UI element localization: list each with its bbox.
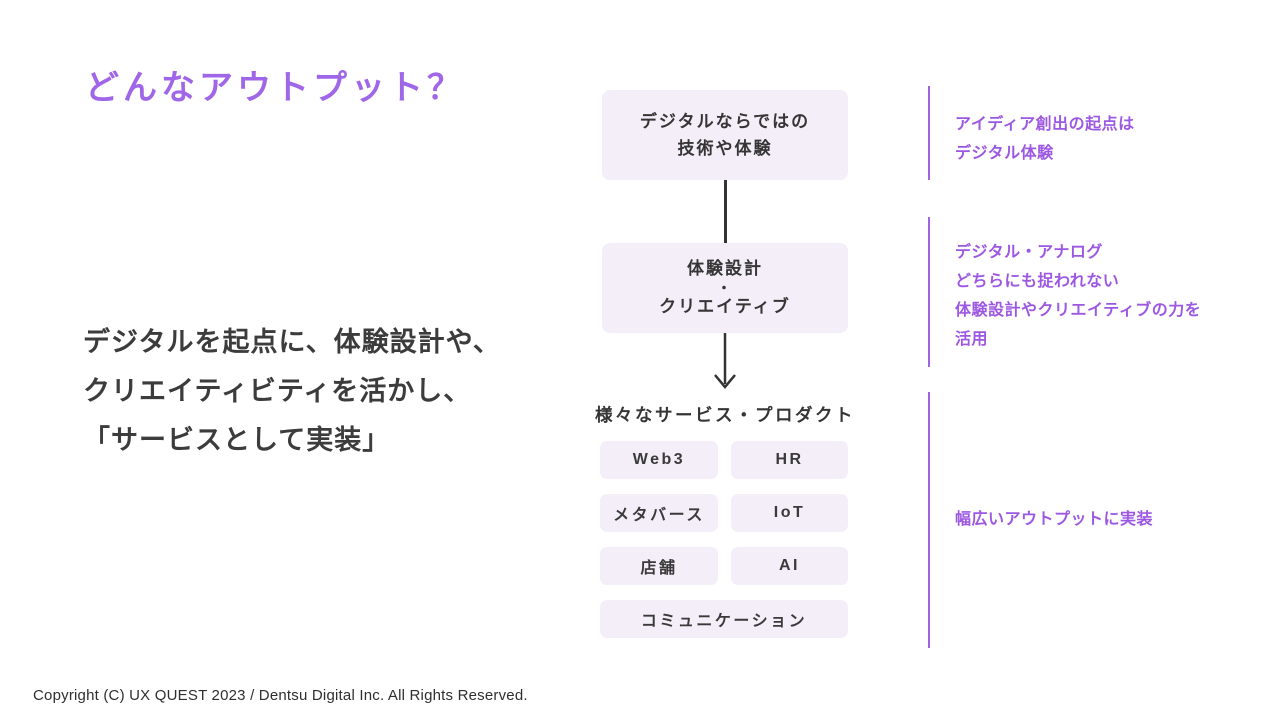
- output-chip-iot: IoT: [731, 494, 848, 532]
- annotation-design-line-1: デジタル・アナログ: [955, 244, 1103, 261]
- output-chip-hr: HR: [731, 441, 848, 479]
- flow-box-digital-tech-line-2: 技術や体験: [677, 139, 773, 158]
- annotation-divider-2: [928, 217, 930, 367]
- annotation-idea-line-2: デジタル体験: [955, 145, 1054, 162]
- statement-line-1: デジタルを起点に、体験設計や、: [83, 327, 501, 357]
- annotation-implement: 幅広いアウトプットに実装: [955, 505, 1153, 534]
- connector-line: [724, 180, 727, 243]
- annotation-idea: アイディア創出の起点は デジタル体験: [955, 110, 1135, 168]
- output-chip-communication: コミュニケーション: [600, 600, 848, 638]
- annotation-design-line-4: 活用: [955, 331, 989, 348]
- copyright-footer: Copyright (C) UX QUEST 2023 / Dentsu Dig…: [33, 687, 528, 704]
- flow-box-experience-line-1: 体験設計: [687, 259, 763, 278]
- annotation-divider-1: [928, 86, 930, 180]
- flow-box-experience-creative: 体験設計 ・ クリエイティブ: [602, 243, 848, 333]
- flow-box-digital-tech-line-1: デジタルならではの: [639, 112, 811, 131]
- statement-line-2: クリエイティビティを活かし、: [83, 376, 472, 406]
- annotation-idea-line-1: アイディア創出の起点は: [955, 116, 1135, 133]
- statement-line-3: 「サービスとして実装」: [83, 425, 391, 455]
- down-arrow-icon: [714, 333, 736, 389]
- output-chip-ai: AI: [731, 547, 848, 585]
- output-chip-metaverse: メタバース: [600, 494, 718, 532]
- flow-box-digital-tech: デジタルならではの 技術や体験: [602, 90, 848, 180]
- annotation-design: デジタル・アナログ どちらにも捉われない 体験設計やクリエイティブの力を 活用: [955, 238, 1201, 354]
- output-chip-store: 店舗: [600, 547, 718, 585]
- page-title: どんなアウトプット？: [85, 69, 465, 107]
- flow-box-experience-line-2: クリエイティブ: [659, 297, 791, 316]
- annotation-divider-3: [928, 392, 930, 648]
- annotation-design-line-3: 体験設計やクリエイティブの力を: [955, 302, 1202, 319]
- key-statement: デジタルを起点に、体験設計や、 クリエイティビティを活かし、 「サービスとして実…: [83, 318, 501, 465]
- flow-box-experience-dot: ・: [717, 280, 733, 296]
- annotation-design-line-2: どちらにも捉われない: [955, 273, 1120, 290]
- annotation-implement-line-1: 幅広いアウトプットに実装: [955, 511, 1154, 528]
- output-chip-web3: Web3: [600, 441, 718, 479]
- outputs-section-label: 様々なサービス・プロダクト: [595, 405, 855, 425]
